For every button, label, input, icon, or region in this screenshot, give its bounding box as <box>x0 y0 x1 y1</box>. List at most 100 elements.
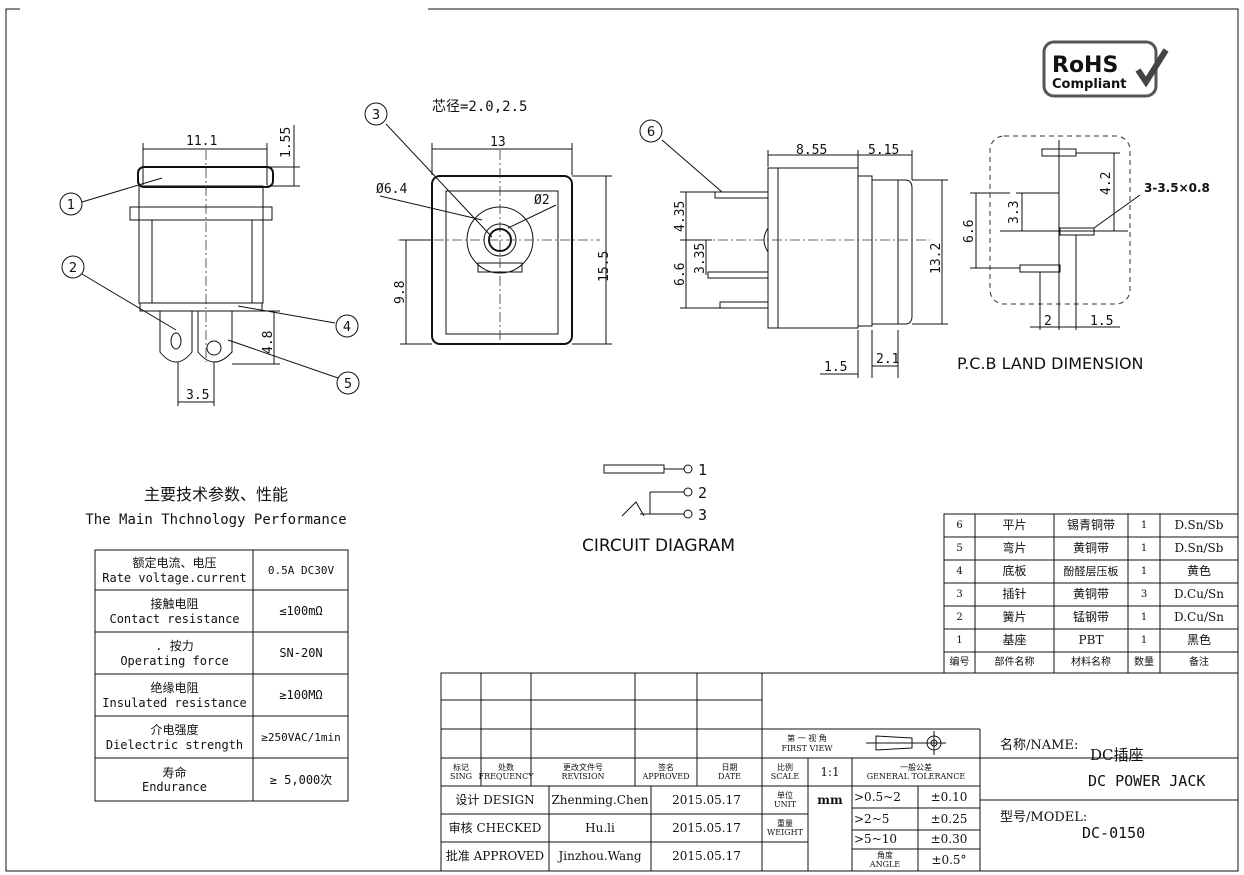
bom-qty: 1 <box>1140 542 1148 554</box>
dim-front-height: 15.5 <box>597 251 612 282</box>
performance-title-cn: 主要技术参数、性能 <box>144 485 288 504</box>
callout-3: 3 <box>364 102 388 126</box>
tb-name-cn: DC插座 <box>1090 746 1144 764</box>
tb-model-label: 型号/MODEL: <box>1000 810 1088 826</box>
title-block-grid <box>440 672 1239 872</box>
rohs-logo: RoHS Compliant <box>1042 40 1169 98</box>
tb-name-label: 名称/NAME: <box>1000 738 1079 754</box>
perf-row-value: ≥ 5,000次 <box>269 772 333 787</box>
circuit-pin-3: 3 <box>698 506 707 524</box>
bom-qty: 3 <box>1140 588 1148 600</box>
tb-date-approved: 2015.05.17 <box>672 849 741 864</box>
perf-row-cn: 介电强度 <box>150 723 199 738</box>
svg-text:1: 1 <box>67 198 75 213</box>
dim-front-outer-d: Ø6.4 <box>376 182 407 197</box>
bom-part: 底板 <box>1002 564 1027 579</box>
perf-row-cn: 绝缘电阻 <box>150 681 199 696</box>
dim-side-d5: 6.6 <box>673 263 688 286</box>
dim-pcb-d5: 1.5 <box>1090 314 1113 329</box>
perf-row-value: 0.5A DC30V <box>267 563 335 577</box>
dim-pcb-d4: 2 <box>1044 314 1052 329</box>
bom-material: 锰钢带 <box>1072 610 1109 625</box>
bom-note: 黑色 <box>1186 633 1211 648</box>
dim-pcb-d1: 4.2 <box>1099 172 1114 195</box>
dim-side-d7: 1.5 <box>824 360 847 375</box>
callout-1: 1 <box>59 192 83 216</box>
bom-note: D.Sn/Sb <box>1174 518 1224 533</box>
perf-row-en: Endurance <box>141 780 208 794</box>
dim-front-width: 13 <box>490 135 506 150</box>
front-view <box>379 143 612 345</box>
bom-header-material: 材料名称 <box>1071 656 1111 668</box>
svg-text:6: 6 <box>647 125 655 140</box>
bom-no: 4 <box>956 565 963 577</box>
bom-material: 黄铜带 <box>1072 541 1109 556</box>
tb-model-value: DC-0150 <box>1082 824 1146 842</box>
side-view <box>680 150 948 378</box>
perf-row-en: Rate voltage.current <box>102 570 247 585</box>
bom-material: 酚醛层压板 <box>1063 564 1119 578</box>
dim-top-height: 1.55 <box>279 127 294 158</box>
rohs-logo-line1: RoHS <box>1052 53 1118 78</box>
circuit-title: CIRCUIT DIAGRAM <box>582 536 735 556</box>
perf-row-cn: 寿命 <box>162 765 187 780</box>
bom-note: 黄色 <box>1186 564 1211 579</box>
dim-side-d3: 4.35 <box>673 201 688 232</box>
perf-row-cn: 额定电流、电压 <box>132 556 217 571</box>
bom-material: 黄铜带 <box>1072 587 1109 602</box>
bom-header-no: 编号 <box>949 656 970 668</box>
dim-side-d8: 2.1 <box>876 352 899 367</box>
tb-scale-value: 1:1 <box>820 764 840 779</box>
tb-unit-label: 单位 UNIT <box>773 790 797 809</box>
tb-tol-value: ±0.25 <box>930 811 968 826</box>
tb-header-approved: 签名 APPROVED <box>642 762 690 781</box>
perf-row-cn: 接触电阻 <box>150 597 199 612</box>
pcb-title: P.C.B LAND DIMENSION <box>957 354 1144 373</box>
bom-part: 簧片 <box>1002 610 1027 625</box>
tb-tol-range: >5~10 <box>854 832 898 847</box>
table-row: . 按力 Operating force <box>96 633 253 674</box>
dim-side-d6: 13.2 <box>929 243 944 274</box>
bom-no: 6 <box>956 519 963 531</box>
table-row: 寿命 Endurance <box>96 759 253 801</box>
bom-header-note: 备注 <box>1189 656 1209 668</box>
tb-tol-range: >0.5~2 <box>854 789 901 804</box>
tb-name-en: DC POWER JACK <box>1088 772 1206 790</box>
tb-date-checked: 2015.05.17 <box>672 820 741 835</box>
bom-qty: 1 <box>1140 634 1148 646</box>
tb-tolerance-title: 一般公差 GENERAL TOLERANCE <box>866 762 966 781</box>
callout-5: 5 <box>336 371 360 395</box>
performance-title-en: The Main Thchnology Performance <box>85 512 346 528</box>
perf-row-en: Dielectric strength <box>105 737 244 752</box>
table-row: 介电强度 Dielectric strength <box>96 717 253 758</box>
tb-name-design: Zhenming.Chen <box>551 792 649 807</box>
dim-side-d4: 3.35 <box>693 243 708 274</box>
pcb-slot-label: 3-3.5×0.8 <box>1144 181 1210 195</box>
callout-6: 6 <box>639 119 663 143</box>
circuit-pin-2: 2 <box>698 484 707 502</box>
bom-note: D.Cu/Sn <box>1174 587 1224 602</box>
tb-header-sing: 标记 SING <box>449 762 473 781</box>
bom-header-part: 部件名称 <box>994 656 1035 668</box>
bom-no: 5 <box>956 542 963 554</box>
bom-qty: 1 <box>1140 565 1148 577</box>
dim-side-d1: 8.55 <box>796 143 827 158</box>
rohs-logo-line2: Compliant <box>1052 77 1126 92</box>
bom-header-qty: 数量 <box>1134 656 1154 668</box>
callout-2: 2 <box>61 255 85 279</box>
bom-no: 2 <box>956 611 963 623</box>
dim-top-pin-h: 4.8 <box>261 331 276 354</box>
front-core-label: 芯径=2.0,2.5 <box>432 99 527 115</box>
perf-row-cn: . 按力 <box>155 639 194 654</box>
bom-qty: 1 <box>1140 611 1148 623</box>
perf-row-en: Contact resistance <box>109 611 240 626</box>
circuit-pin-1: 1 <box>698 461 707 479</box>
table-row: 绝缘电阻 Insulated resistance <box>96 675 253 716</box>
table-row: 接触电阻 Contact resistance <box>96 591 253 632</box>
circuit-diagram <box>603 464 693 519</box>
tb-header-date: 日期 DATE <box>718 762 741 781</box>
dim-pcb-d3: 6.6 <box>962 220 977 243</box>
tb-name-approved: Jinzhou.Wang <box>558 849 642 864</box>
tb-role-checked: 审核 CHECKED <box>448 820 542 835</box>
dim-top-pin-w: 3.5 <box>186 388 209 403</box>
